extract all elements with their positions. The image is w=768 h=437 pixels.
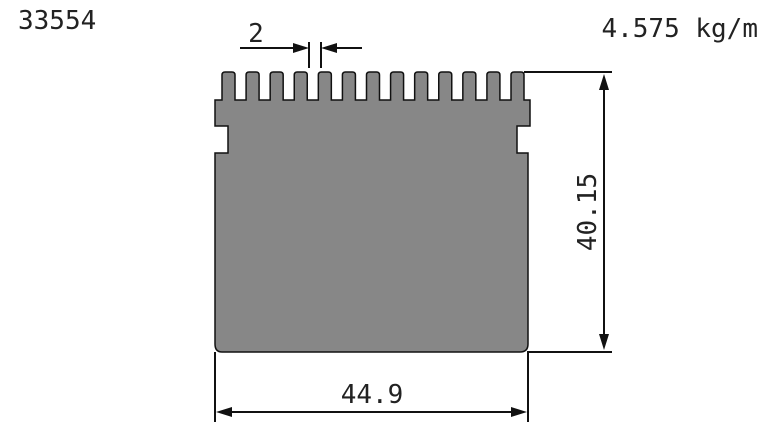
width-label: 44.9 <box>341 380 404 410</box>
height-arrow-bottom <box>599 334 609 350</box>
width-arrow-left <box>216 407 232 417</box>
part-number: 33554 <box>18 6 97 36</box>
fin-gap-dimension <box>240 42 362 68</box>
fin-gap-arrow-right <box>321 43 337 53</box>
fin-gap-arrow-left <box>293 43 309 53</box>
width-dimension <box>214 352 529 422</box>
weight-per-meter: 4.575 kg/m <box>601 14 758 44</box>
height-dimension <box>524 71 612 353</box>
height-label: 40.15 <box>573 173 603 251</box>
heatsink-profile <box>214 71 531 353</box>
width-arrow-right <box>511 407 527 417</box>
height-arrow-top <box>599 74 609 90</box>
fin-gap-label: 2 <box>248 19 264 49</box>
